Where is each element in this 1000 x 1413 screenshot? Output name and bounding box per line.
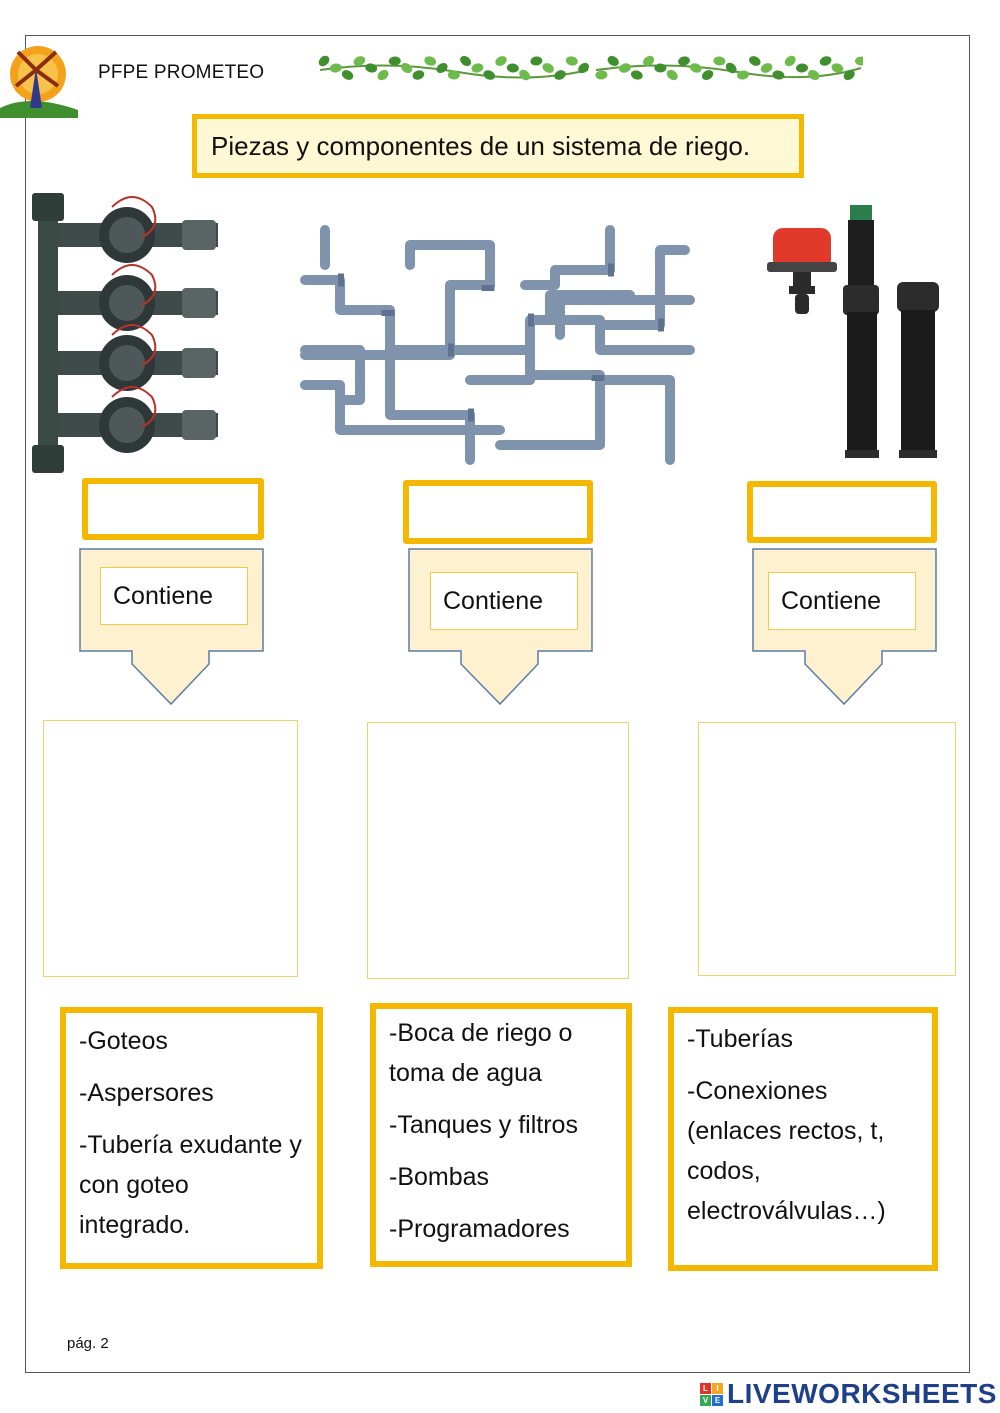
pvc-pipes-network-image [300,225,695,465]
item-text: -Aspersores [79,1079,214,1107]
contiene-label-1: Contiene [100,567,248,625]
worksheet-title: Piezas y componentes de un sistema de ri… [192,114,804,178]
contiene-label-3: Contiene [768,572,916,630]
item-text: -Bombas [389,1163,490,1191]
item-text: -Tanques y filtros [389,1111,578,1139]
answer-input-2[interactable] [409,486,587,538]
item-text: -Boca de riego o toma de agua [389,1019,573,1087]
answer-input-3[interactable] [753,487,931,537]
item-text: -Conexiones (enlaces rectos, t, codos, e… [687,1077,886,1225]
windmill-sun-logo-icon [0,38,80,118]
answer-box-3[interactable] [747,481,937,543]
answer-box-2[interactable] [403,480,593,544]
page-border [25,35,970,1373]
brand-name: LIVEWORKSHEETS [727,1378,997,1409]
page-number: pág. 2 [67,1335,109,1352]
drippers-and-sprinklers-image [755,200,945,462]
draggable-item-box-1[interactable]: -Goteos -Aspersores -Tubería exudante y … [60,1007,323,1269]
draggable-item-box-3[interactable]: -Tuberías -Conexiones (enlaces rectos, t… [668,1007,938,1271]
drop-area-2[interactable] [367,722,629,979]
item-text: -Goteos [79,1027,168,1055]
item-text: -Programadores [389,1215,570,1243]
solenoid-valve-manifold-image [32,185,222,475]
contiene-label-2: Contiene [430,572,578,630]
ivy-vine-border-icon [318,50,867,86]
item-text: -Tubería exudante y con goteo integrado. [79,1131,302,1239]
answer-box-1[interactable] [82,478,264,540]
drop-area-1[interactable] [43,720,298,977]
school-name: PFPE PROMETEO [98,62,265,83]
draggable-item-box-2[interactable]: -Boca de riego o toma de agua -Tanques y… [370,1003,632,1267]
drop-area-3[interactable] [698,722,956,976]
item-text: -Tuberías [687,1025,794,1053]
answer-input-1[interactable] [88,484,258,534]
